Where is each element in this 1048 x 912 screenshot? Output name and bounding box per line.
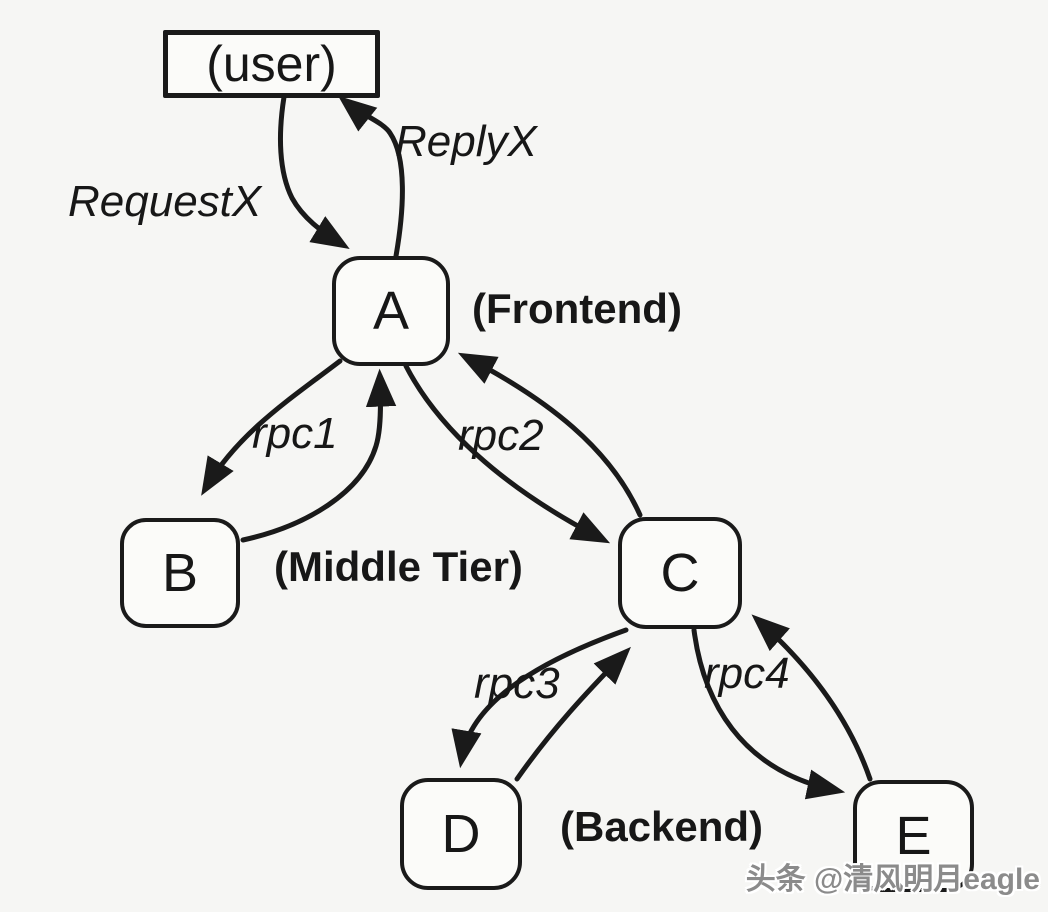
edge-a-to-c-rpc2 (403, 363, 611, 544)
edge-c-to-e-rpc4 (691, 627, 846, 800)
node-c-middle-tier: C (618, 517, 742, 629)
edge-b-to-a (240, 368, 397, 543)
edge-label-replyx: ReplyX (395, 117, 537, 166)
toutiao-watermark: 头条 @清风明月eagle (745, 863, 1040, 896)
node-b-middle-tier: B (120, 518, 240, 628)
edge-label-rpc4: rpc4 (704, 649, 790, 698)
edge-label-rpc1: rpc1 (252, 409, 338, 458)
tier-label-backend: (Backend) (560, 803, 764, 850)
edge-e-to-c (751, 614, 873, 782)
tier-label-frontend: (Frontend) (472, 285, 682, 332)
edge-a-to-b-rpc1 (201, 358, 343, 496)
node-d-backend: D (400, 778, 522, 890)
node-e-backend: E (853, 780, 974, 892)
edge-label-rpc3: rpc3 (474, 659, 560, 708)
node-user: (user) (163, 30, 380, 98)
node-a-frontend: A (332, 256, 450, 366)
edge-c-to-d-rpc3 (451, 627, 629, 769)
edge-user-to-a-request (277, 94, 350, 249)
edge-d-to-c (514, 646, 631, 782)
edge-c-to-a (457, 352, 643, 518)
edge-label-requestx: RequestX (68, 177, 262, 226)
tier-label-middle-tier: (Middle Tier) (274, 543, 523, 590)
edge-a-to-user-reply (338, 95, 405, 259)
edge-label-rpc2: rpc2 (458, 411, 544, 460)
